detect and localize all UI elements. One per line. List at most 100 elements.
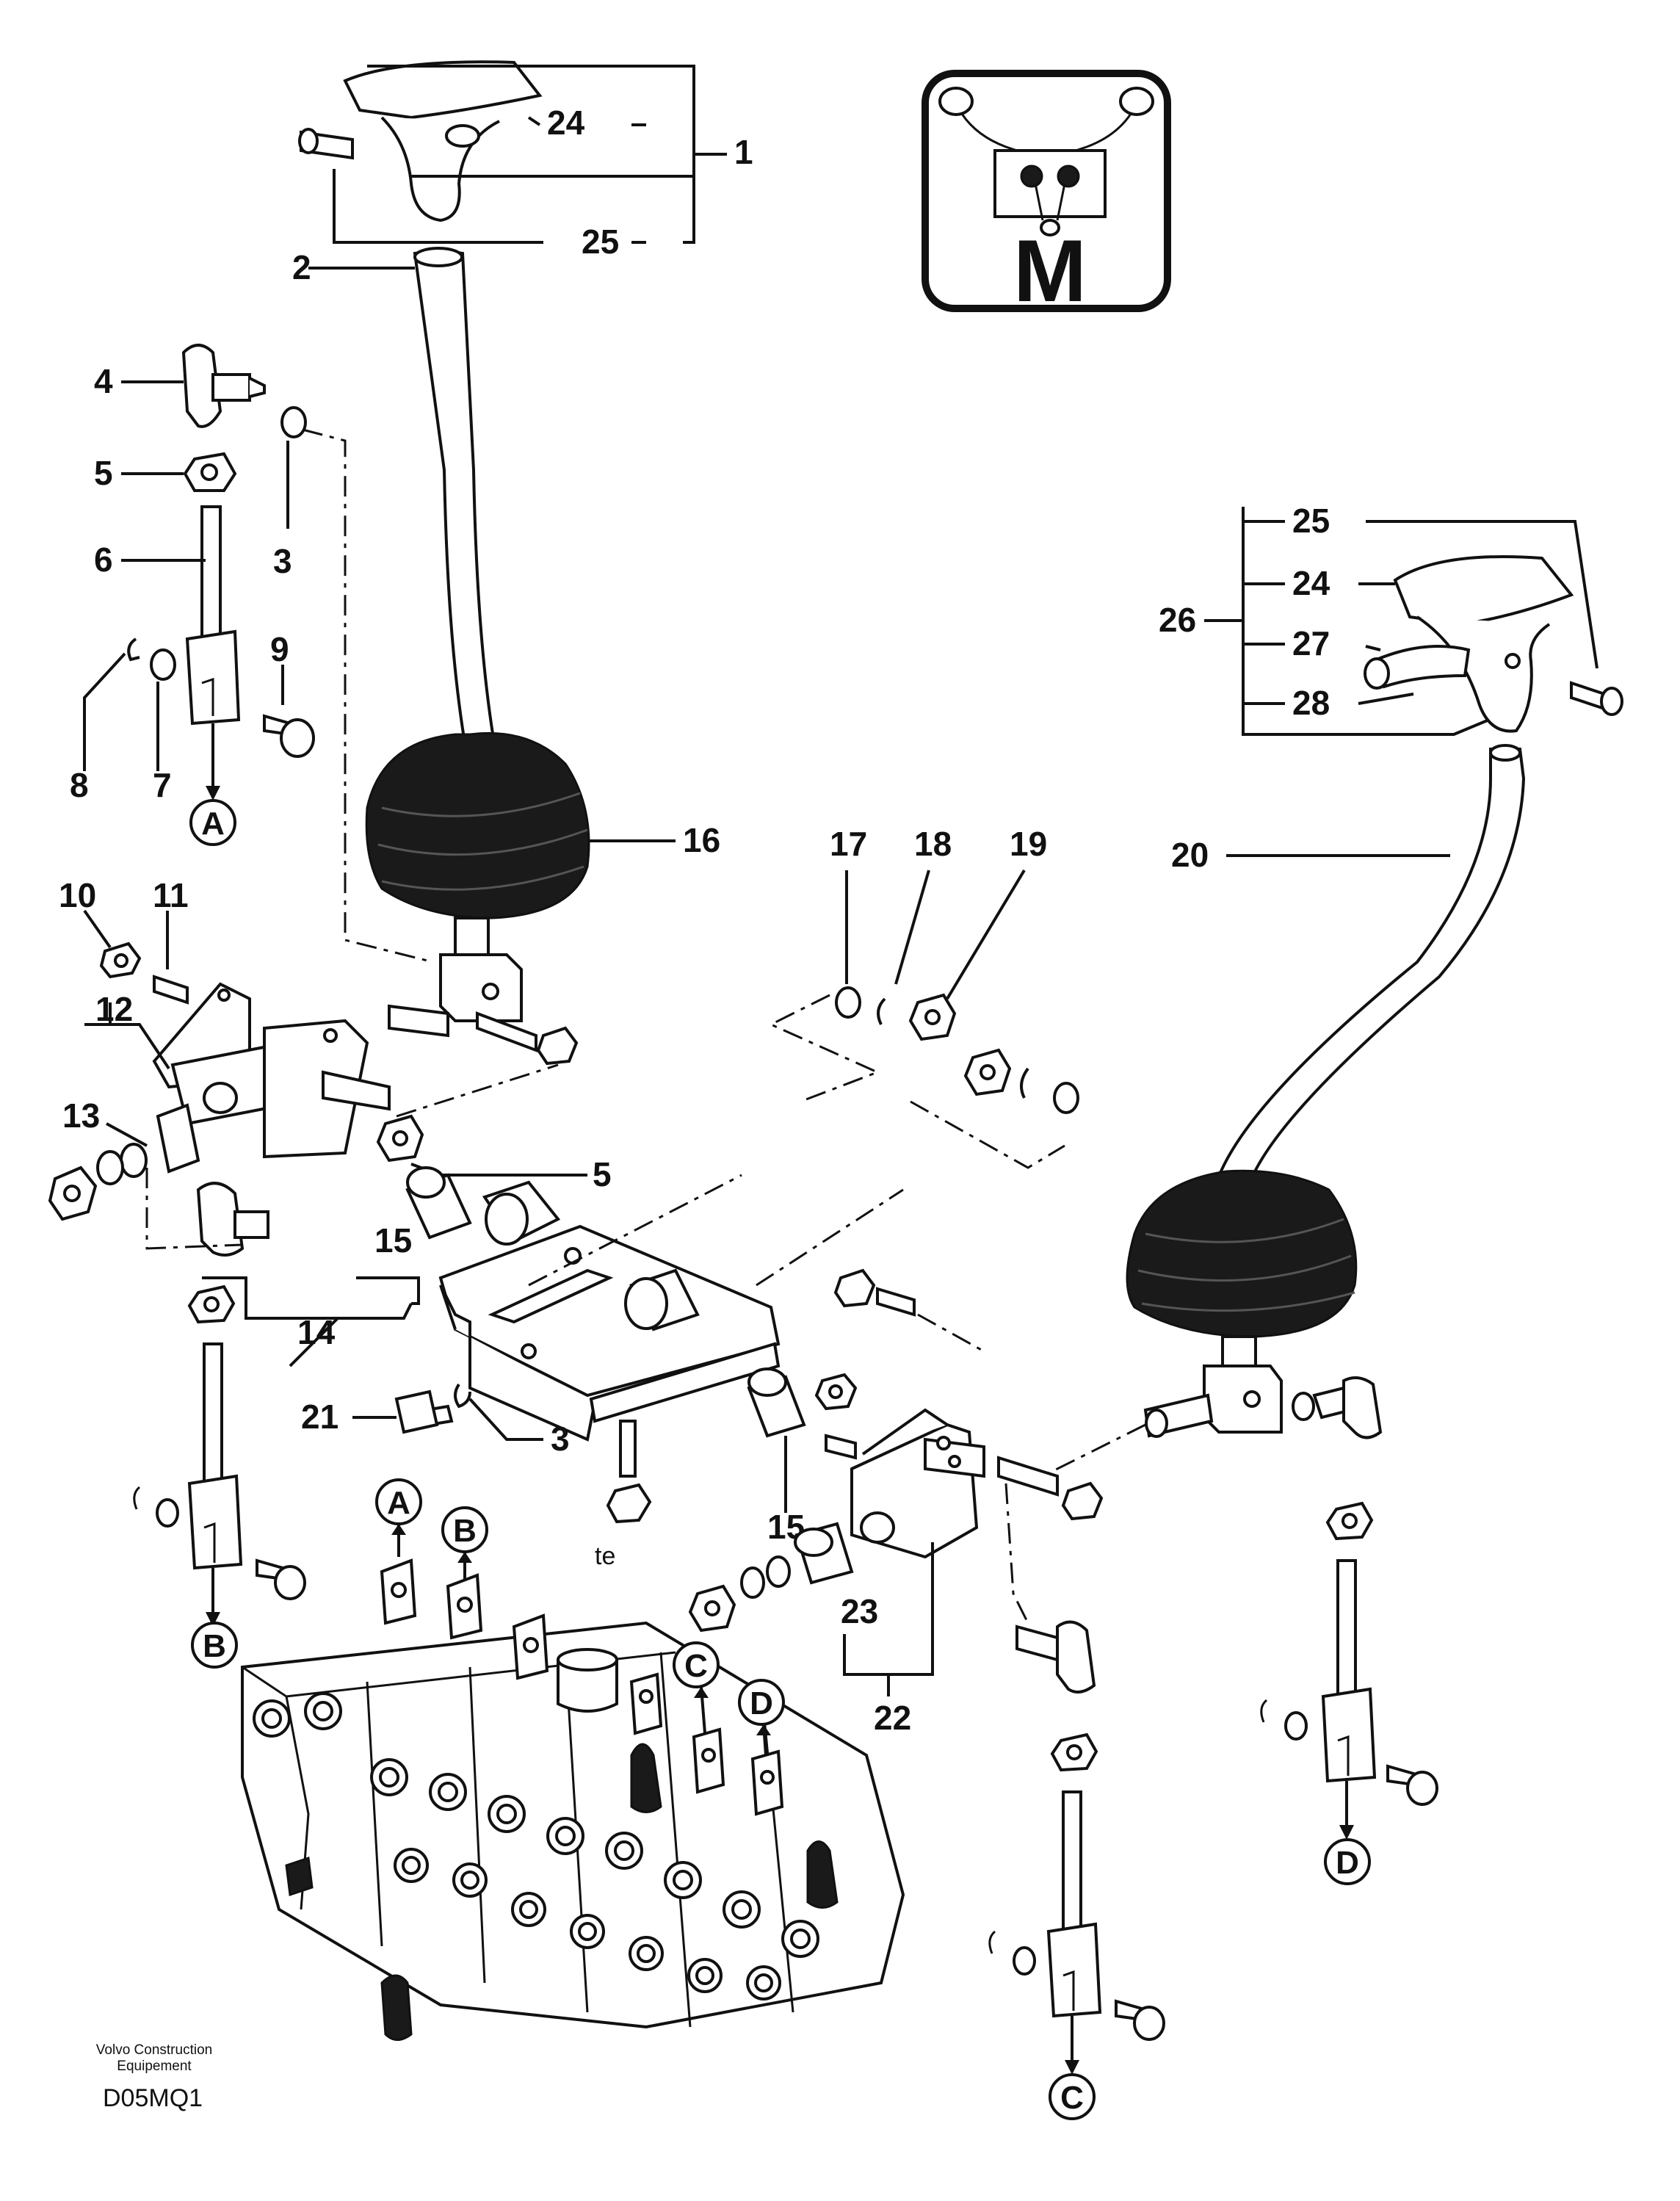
svg-text:A: A: [201, 806, 225, 842]
svg-text:C: C: [1060, 2080, 1084, 2116]
part-label-23: 23: [841, 1592, 878, 1630]
part-label-15-left: 15: [374, 1221, 412, 1259]
connection-ref-D-right: D: [1324, 1838, 1371, 1885]
part-label-27: 27: [1292, 624, 1330, 662]
footer-company-line2: Equipement: [117, 2059, 192, 2074]
stud-11: [153, 975, 189, 1005]
left-lever-boot: [365, 731, 590, 1038]
bolt-right-bracket: [997, 1456, 1104, 1521]
bushing-13-stack: [48, 1103, 200, 1221]
valve-ref-C: C: [673, 1641, 720, 1734]
control-valve-block: [241, 1558, 905, 2041]
svg-text:A: A: [387, 1485, 410, 1521]
part-label-12: 12: [95, 990, 133, 1028]
part-label-24-right: 24: [1292, 564, 1330, 602]
svg-text:D: D: [1336, 1845, 1359, 1881]
left-lever-knob: [298, 60, 543, 223]
pivot-bracket-14: [438, 1180, 781, 1442]
bolt-21: [394, 1389, 454, 1434]
part-label-4: 4: [94, 362, 113, 400]
washer-7: [150, 648, 176, 681]
valve-ref-A: A: [375, 1478, 422, 1557]
connection-ref-A-top: A: [189, 799, 236, 846]
valve-ref-B: B: [441, 1506, 488, 1579]
ball-joint-right-lower: [1015, 1620, 1096, 1694]
part-label-5-top: 5: [94, 454, 113, 492]
part-label-14: 14: [297, 1313, 336, 1351]
svg-text:C: C: [684, 1648, 708, 1684]
clevis-rod-6-top: [185, 505, 241, 800]
washer-nut-set-right: [963, 1048, 1079, 1114]
part-label-6: 6: [94, 541, 113, 579]
valve-ref-D: D: [738, 1679, 785, 1756]
nut-right-bracket-a: [814, 1373, 858, 1411]
nut-5-top: [183, 452, 237, 492]
part-label-26: 26: [1159, 601, 1196, 639]
part-label-22: 22: [874, 1699, 911, 1737]
bolt-left-upper: [476, 1011, 579, 1066]
connection-ref-C-bottom: C: [1049, 2073, 1096, 2120]
washer-17: [835, 986, 861, 1019]
part-label-17: 17: [830, 825, 867, 863]
bushing-15-right: [747, 1367, 806, 1438]
left-lever-rod: [413, 247, 502, 773]
leader-lines-1-24-25: [333, 65, 727, 244]
right-lever-rod: [1209, 744, 1526, 1206]
right-bracket-22: [825, 1408, 985, 1559]
part-label-5-mid: 5: [593, 1155, 612, 1193]
part-label-28: 28: [1292, 684, 1330, 722]
pin-9: [263, 714, 315, 758]
svg-text:B: B: [453, 1513, 477, 1549]
part-label-25-right: 25: [1292, 502, 1330, 540]
part-label-3-top: 3: [273, 542, 292, 580]
joystick-controls-icon: [938, 87, 1154, 236]
part-label-25-top: 25: [582, 223, 619, 261]
part-label-19: 19: [1010, 825, 1047, 863]
stud-lower-center: [606, 1420, 652, 1524]
nut-5-mid: [376, 1114, 424, 1163]
footer-company-line1: Volvo Construction: [96, 2042, 212, 2058]
clevis-rod-right: [1260, 1559, 1438, 1840]
machine-icon-box: M: [922, 70, 1171, 320]
part-label-3-lower: 3: [551, 1420, 570, 1458]
nut-10: [99, 942, 142, 979]
machine-icon-letter: M: [1013, 222, 1087, 320]
part-label-24-top: 24: [547, 104, 585, 142]
bushing-23-stack: [688, 1522, 854, 1633]
part-label-2: 2: [292, 248, 311, 286]
bushing-15-left: [405, 1166, 472, 1240]
lever-bracket-12: [152, 982, 391, 1159]
lock-washer-18: [877, 997, 886, 1025]
connection-ref-B-left: B: [191, 1622, 238, 1669]
part-label-8: 8: [70, 766, 89, 804]
nut-left-lower: [187, 1284, 236, 1324]
svg-text:D: D: [750, 1685, 773, 1721]
stray-mark: te: [595, 1542, 615, 1570]
right-lever-boot: [1126, 1169, 1358, 1438]
ball-joint-left-mid: [145, 1168, 269, 1257]
nut-19: [908, 993, 957, 1041]
nut-right-lower-b: [1050, 1732, 1098, 1772]
washer-3-lower: [454, 1383, 471, 1409]
drawing-code: D05MQ1: [103, 2084, 203, 2112]
ball-joint-4-top: [181, 344, 266, 428]
split-pin-8: [127, 637, 140, 662]
part-label-10: 10: [59, 876, 96, 914]
part-label-20: 20: [1171, 836, 1209, 874]
clevis-rod-bottom: [988, 1790, 1165, 2075]
part-label-13: 13: [62, 1096, 100, 1135]
washer-3-top: [280, 406, 307, 438]
ball-joint-right-mid: [1292, 1376, 1383, 1439]
right-lever-knob: [1364, 555, 1623, 733]
part-label-18: 18: [914, 825, 952, 863]
part-label-21: 21: [301, 1398, 338, 1436]
nut-stud-upper-right: [833, 1268, 985, 1353]
svg-text:B: B: [203, 1628, 226, 1664]
part-label-16: 16: [683, 821, 720, 859]
part-label-7: 7: [153, 766, 172, 804]
part-label-11: 11: [153, 876, 189, 914]
clevis-rod-left-lower: [133, 1342, 306, 1627]
part-label-9: 9: [270, 630, 289, 668]
nut-right-lower-a: [1325, 1501, 1374, 1541]
